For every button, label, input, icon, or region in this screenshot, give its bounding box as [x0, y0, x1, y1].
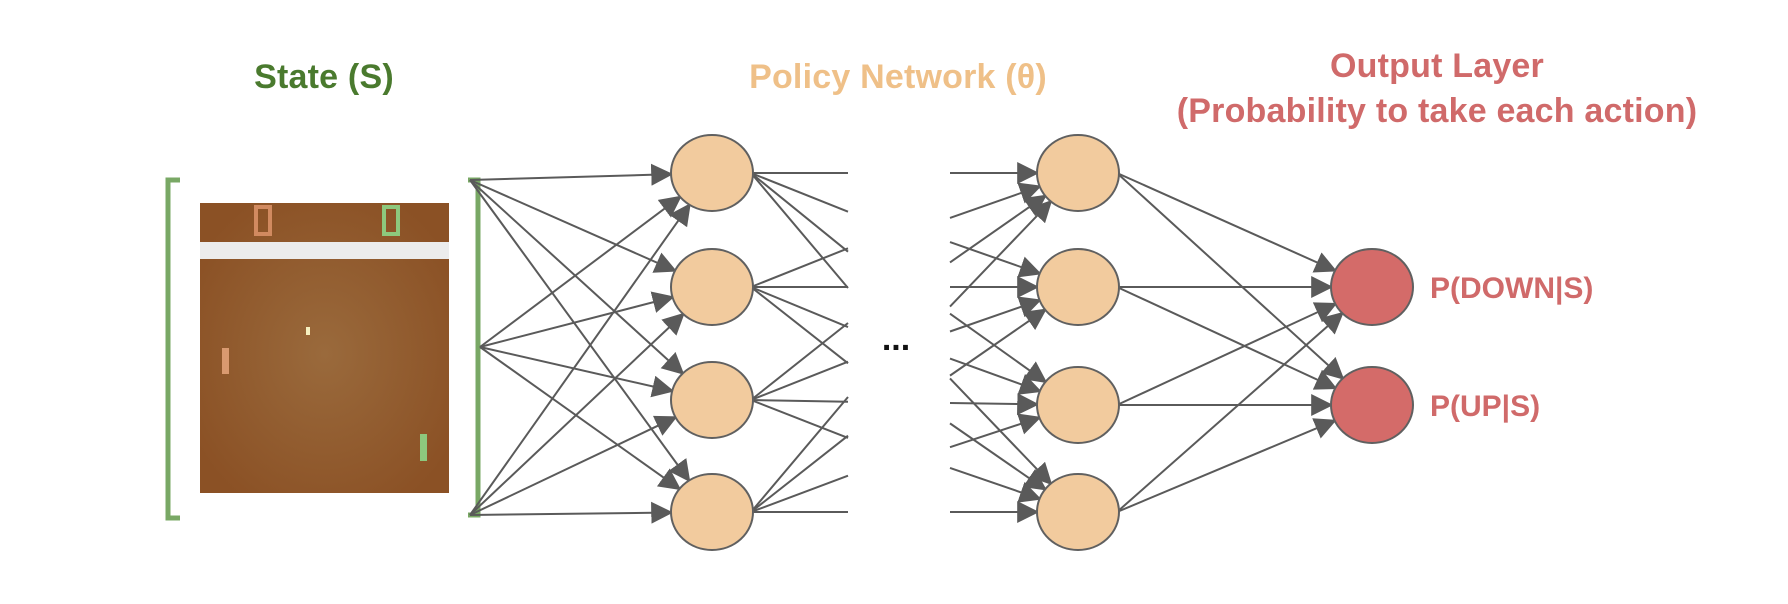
- edge-stub-2-to-h2-1: [949, 296, 1042, 333]
- edge-h1-0-stub-3: [750, 172, 849, 289]
- network-nodes: [670, 134, 1414, 551]
- edge-input-0-to-h1-0: [469, 163, 674, 186]
- ball: [306, 327, 310, 335]
- edge-stub-0-to-h2-2: [949, 312, 1048, 384]
- edge-h1-3-stub-0: [750, 396, 849, 513]
- hidden-layer-1-node-0: [670, 134, 754, 212]
- left-paddle: [222, 348, 229, 374]
- edge-input-1-to-h1-2: [479, 346, 675, 398]
- edge-input-2-to-h1-1: [469, 312, 685, 516]
- edge-stub-3-to-h2-0: [949, 199, 1053, 308]
- edge-h1-0-stub-1: [750, 172, 849, 213]
- edge-h2-3-to-out-1: [1116, 418, 1337, 513]
- output-node-down: [1330, 248, 1414, 326]
- hidden-layer-2-node-0: [1036, 134, 1120, 212]
- input-vector-bracket: [468, 177, 481, 518]
- edge-h2-1-to-out-1: [1116, 286, 1338, 390]
- hidden-layers-ellipsis: ...: [882, 320, 910, 358]
- right-paddle: [420, 434, 427, 461]
- edge-h2-0-to-out-1: [1116, 172, 1345, 380]
- edge-input-0-to-h1-3: [469, 179, 691, 483]
- edge-stub-3-to-h2-2: [949, 413, 1042, 449]
- edge-h2-3-to-out-0: [1116, 311, 1344, 513]
- edge-input-2-to-h1-2: [469, 415, 678, 516]
- edge-input-0-to-h1-1: [469, 179, 678, 273]
- output-label-down: P(DOWN|S): [1430, 272, 1593, 305]
- edge-stub-2-to-h2-0: [949, 194, 1048, 264]
- output-label-up: P(UP|S): [1430, 390, 1540, 423]
- edge-h1-3-stub-1: [750, 434, 849, 513]
- edge-h1-3-stub-2: [750, 474, 849, 513]
- pong-screen-icon: [200, 203, 449, 493]
- state-left-bracket: [165, 177, 180, 521]
- edge-input-0-to-h1-2: [469, 179, 685, 375]
- edge-h1-2-stub-1: [750, 360, 849, 401]
- edge-stub-3-to-h2-1: [949, 308, 1047, 377]
- output-node-up: [1330, 366, 1414, 444]
- edge-h1-2-stub-0: [750, 322, 849, 401]
- hidden-layer-1-node-1: [670, 248, 754, 326]
- edge-h1-1-stub-2: [750, 286, 849, 328]
- edge-input-1-to-h1-0: [479, 195, 682, 348]
- edge-stub-0-to-h2-1: [949, 241, 1042, 278]
- output-layer-title: Output Layer: [1330, 47, 1544, 85]
- edge-stub-1-to-h2-2: [949, 357, 1042, 395]
- state-title: State (S): [254, 58, 394, 96]
- network-edges: [469, 162, 1345, 524]
- hidden-layer-2-node-1: [1036, 248, 1120, 326]
- court-top-wall: [200, 242, 449, 259]
- edge-h1-0-stub-2: [750, 172, 849, 253]
- hidden-layer-1-node-2: [670, 361, 754, 439]
- hidden-layer-2-node-3: [1036, 473, 1120, 551]
- edge-h1-2-stub-3: [750, 399, 849, 439]
- policy-network-title: Policy Network (θ): [749, 58, 1047, 96]
- edge-stub-1-to-h2-0: [949, 182, 1042, 219]
- edge-h2-0-to-out-0: [1116, 172, 1338, 273]
- edge-stub-1-to-h2-3: [949, 422, 1047, 491]
- hidden-layer-1-node-3: [670, 473, 754, 551]
- edge-input-2-to-h1-3: [469, 501, 674, 524]
- edge-stub-2-to-h2-3: [949, 466, 1042, 503]
- edge-input-1-to-h1-3: [479, 346, 682, 491]
- edge-input-1-to-h1-1: [479, 291, 675, 348]
- edge-h1-1-stub-0: [750, 247, 849, 288]
- edge-input-2-to-h1-0: [469, 202, 691, 516]
- output-layer-subtitle: (Probability to take each action): [1177, 92, 1698, 130]
- hidden-layer-2-node-2: [1036, 366, 1120, 444]
- player-paddle-right-score: [382, 205, 400, 236]
- opponent-paddle-left-score: [254, 205, 272, 236]
- edge-h1-1-stub-3: [750, 286, 849, 365]
- edge-stub-2-to-h2-2: [949, 393, 1040, 416]
- edge-h1-2-stub-2: [750, 399, 849, 403]
- edge-h2-2-to-out-0: [1116, 302, 1338, 406]
